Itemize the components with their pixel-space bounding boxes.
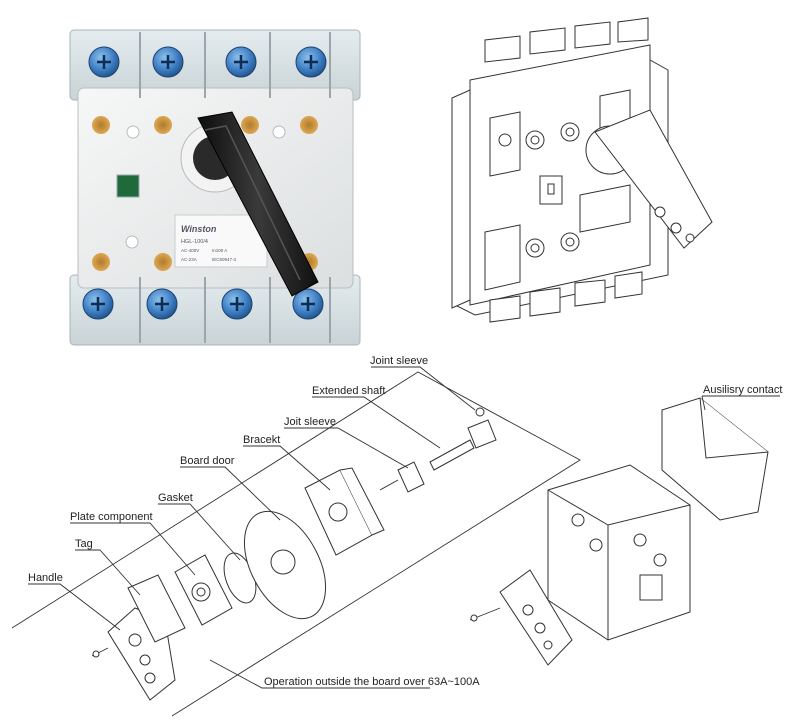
rating-category-text: AC-23A: [181, 257, 197, 262]
label-tag: Tag: [75, 538, 93, 550]
label-board-door: Board door: [180, 455, 235, 467]
standard-text: IEC60947-3: [212, 257, 237, 262]
label-gasket: Gasket: [158, 492, 193, 504]
terminal-screw-icon: [82, 288, 324, 320]
exploded-view: Joint sleeve Extended shaft Joit sleeve …: [11, 355, 782, 717]
label-joit-sleeve: Joit sleeve: [284, 416, 336, 428]
rating-label: Winston HGL-100/4 AC-400V In100 A AC-23A…: [174, 214, 268, 268]
product-photo: Winston HGL-100/4 AC-400V In100 A AC-23A…: [69, 29, 361, 346]
model-text: HGL-100/4: [181, 239, 208, 245]
label-operation-note: Operation outside the board over 63A~100…: [264, 676, 480, 688]
switch-line-drawing: [451, 17, 713, 323]
bracket-part: [304, 467, 385, 556]
label-extended-shaft: Extended shaft: [312, 385, 385, 397]
rating-voltage-text: AC-400V: [181, 248, 199, 253]
tag-part: [127, 574, 186, 643]
label-bracket: Bracekt: [243, 434, 280, 446]
status-indicator: [116, 174, 140, 198]
label-auxiliary-contact: Ausilisry contact: [703, 384, 782, 396]
lever-handle: [197, 111, 319, 297]
board-door-part: [243, 510, 327, 620]
shaft-assembly: [379, 407, 497, 493]
auxiliary-contact-part: [661, 397, 769, 521]
terminal-screw-icon: [88, 46, 327, 78]
switch-exploded-body: [547, 464, 691, 641]
rating-current-text: In100 A: [212, 248, 227, 253]
label-joint-sleeve: Joint sleeve: [370, 355, 428, 367]
label-plate-component: Plate component: [70, 511, 153, 523]
brand-logo-text: Winston: [181, 224, 217, 234]
label-handle: Handle: [28, 572, 63, 584]
handle-exploded-part: [499, 569, 573, 666]
plate-component-part: [174, 554, 233, 626]
